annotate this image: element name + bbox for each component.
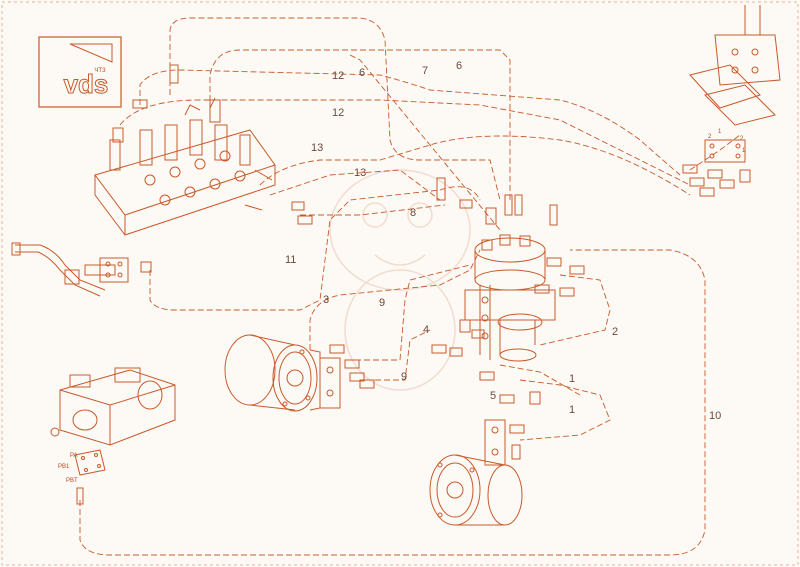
callout-1a: 1 — [569, 373, 575, 385]
main-pump — [50, 367, 176, 476]
line-6-outer — [169, 17, 501, 201]
pedal-port-b: 1 — [718, 129, 722, 135]
line-13 — [259, 135, 691, 196]
line-9-b — [375, 329, 431, 381]
callout-9b: 9 — [401, 371, 407, 383]
logo-text: vds — [64, 69, 109, 99]
vds-logo: vds ЧТЗ — [38, 36, 122, 108]
line-3 — [309, 249, 481, 350]
watermark-mascot — [329, 169, 471, 391]
callout-labels: 12 12 6 6 7 13 13 8 11 3 9 9 4 2 1 1 5 1… — [285, 60, 721, 422]
pedal-port-a: 2 — [708, 134, 712, 140]
line-8 — [300, 204, 446, 216]
logo-badge: ЧТЗ — [94, 68, 106, 74]
callout-7: 7 — [422, 65, 428, 77]
control-valve-block — [94, 97, 276, 236]
callout-8: 8 — [410, 207, 416, 219]
line-12 — [139, 69, 681, 176]
pedal-port-labels: 2 1 2 1 — [708, 129, 746, 154]
callout-12b: 12 — [332, 107, 344, 119]
callout-13b: 13 — [354, 167, 366, 179]
line-1-b — [499, 364, 581, 396]
line-2 — [539, 274, 611, 346]
travel-motor-left — [224, 334, 341, 412]
pedal-port-c: 2 — [740, 136, 744, 142]
callout-12a: 12 — [332, 70, 344, 82]
callout-10: 10 — [709, 410, 721, 422]
pedal-assembly — [682, 5, 781, 197]
line-13-b — [269, 169, 441, 201]
pump-port-labels: PA PB1 PBT — [58, 453, 78, 484]
callout-3: 3 — [323, 294, 329, 306]
line-pedal — [689, 134, 741, 171]
line-6 — [209, 49, 511, 200]
callout-6a: 6 — [359, 67, 365, 79]
line-10 — [79, 249, 706, 556]
line-1 — [519, 379, 611, 441]
callout-1b: 1 — [569, 404, 575, 416]
pedal-port-d: 1 — [742, 148, 746, 154]
line-7 — [349, 54, 501, 231]
callout-6b: 6 — [456, 60, 462, 72]
callout-9a: 9 — [379, 297, 385, 309]
pump-port-pa: PA — [70, 453, 78, 459]
left-pipe-assembly — [11, 242, 129, 297]
fittings — [76, 64, 585, 505]
callout-11: 11 — [285, 254, 296, 266]
pump-port-pb: PB1 — [58, 464, 70, 470]
callout-5: 5 — [490, 390, 496, 402]
line-12-b — [119, 99, 691, 186]
line-11 — [149, 186, 481, 311]
callout-4: 4 — [423, 324, 429, 336]
callout-13a: 13 — [311, 142, 323, 154]
hydraulic-lines — [79, 17, 741, 556]
callout-2: 2 — [612, 326, 618, 338]
line-9 — [355, 264, 471, 361]
rotary-joint — [464, 234, 556, 362]
pump-port-pbt: PBT — [66, 478, 78, 484]
travel-motor-right — [429, 419, 523, 526]
